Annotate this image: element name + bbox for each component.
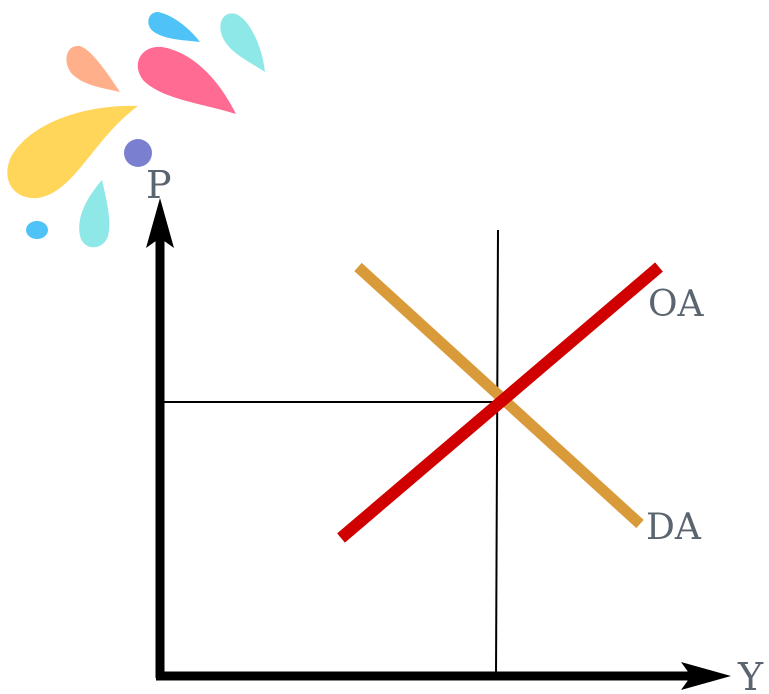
splash-drop-peach [66,45,120,92]
x-axis-label: Y [737,655,764,694]
splash-dot-purple [124,139,152,167]
supply-curve [337,262,663,543]
splash-drop-blue-top [148,12,200,42]
splash-drop-cyan-bottom [79,180,110,248]
demand-curve-label: DA [646,507,702,548]
splash-drop-pink [137,46,236,114]
splash-drop-blue-small [26,221,48,239]
supply-curve-label: OA [648,284,705,325]
x-axis-arrowhead [681,662,731,690]
splash-drop-yellow [7,105,138,199]
y-axis-arrowhead [146,198,174,248]
y-axis-label: P [146,163,172,207]
paint-splash-decoration [7,12,265,248]
splash-drop-cyan-top [220,13,265,73]
equilibrium-output-line [495,229,499,677]
